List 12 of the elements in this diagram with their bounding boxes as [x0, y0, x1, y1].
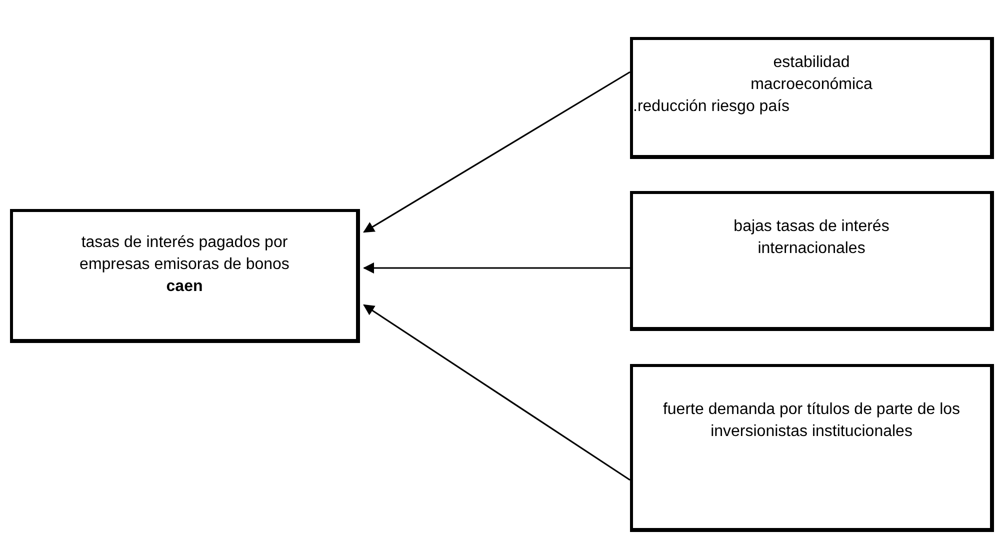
- box-text: fuerte demanda por títulos de parte de los inversionistas institucionales: [662, 400, 962, 442]
- box-text: .reducción riesgo país: [633, 97, 790, 117]
- box-text: estabilidad macroeconómica: [750, 53, 874, 95]
- text-box: [630, 364, 994, 532]
- text-box: [630, 191, 994, 331]
- arrow: [363, 71, 630, 233]
- box-text: bajas tasas de interés internacionales: [732, 217, 890, 259]
- text-box: [630, 37, 994, 159]
- box-text: caen: [166, 277, 203, 297]
- arrow: [362, 262, 630, 274]
- text-box: [10, 209, 360, 343]
- arrow: [363, 304, 630, 481]
